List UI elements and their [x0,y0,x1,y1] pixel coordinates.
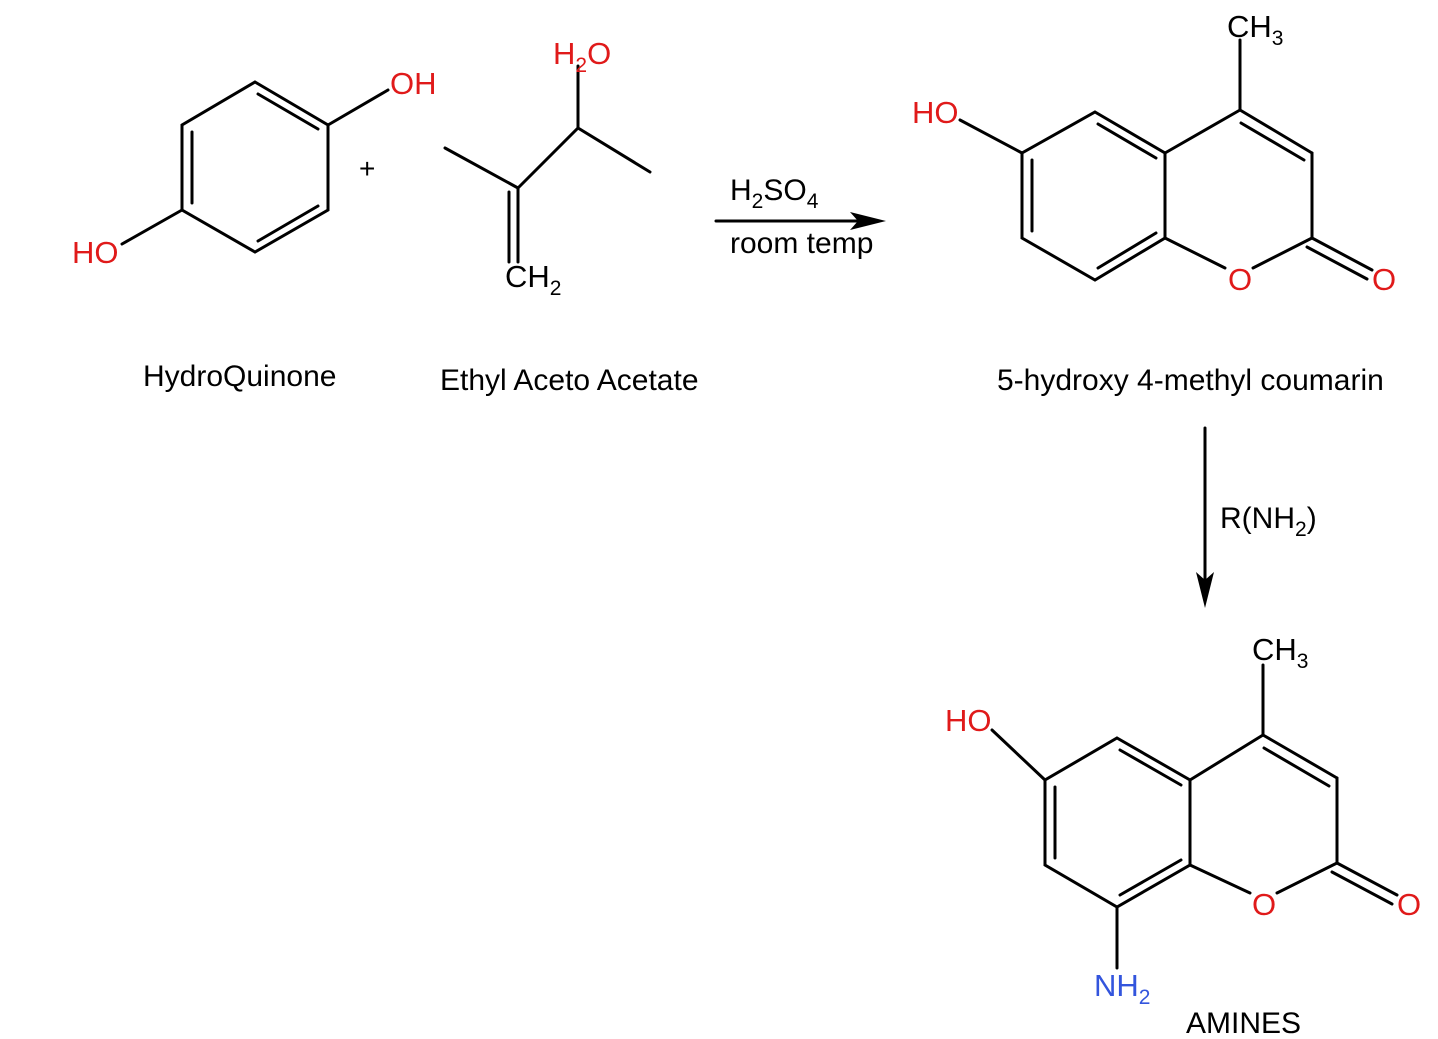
methyl-label: CH3 [1252,632,1308,673]
ring-oxygen-label: O [1252,887,1276,922]
methyl-label: CH3 [1227,9,1283,50]
ethyl-acetoacetate-structure: H2O CH2 [443,36,652,300]
coumarin-label: 5-hydroxy 4-methyl coumarin [997,364,1384,397]
carbonyl-oxygen-label: O [1372,262,1396,297]
reaction-arrow-1: H2SO4 room temp [714,174,886,260]
amine-label: NH2 [1094,968,1150,1009]
coumarin-structure: HO CH3 O O [912,9,1396,297]
hydroxyl-label: HO [945,703,992,738]
hydroquinone-structure: OH HO [72,66,437,270]
reagent-label: H2SO4 [730,174,819,213]
ring-oxygen-label: O [1228,262,1252,297]
ethyl-acetoacetate-label: Ethyl Aceto Acetate [440,364,699,397]
hydroxyl-label: OH [390,66,437,101]
methylene-label: CH2 [505,259,561,300]
plus-sign: + [359,153,375,184]
reaction-arrow-2: R(NH2) [1196,426,1317,608]
amines-label: AMINES [1186,1007,1301,1039]
hydroxyl-label: HO [72,235,119,270]
amino-coumarin-structure: HO CH3 O O NH2 [945,632,1421,1009]
condition-label: room temp [730,227,873,260]
hydroquinone-label: HydroQuinone [143,360,336,393]
amine-reagent-label: R(NH2) [1220,502,1317,541]
hydroxyl-label: HO [912,95,959,130]
carbonyl-oxygen-label: O [1397,887,1421,922]
water-label: H2O [553,36,611,77]
